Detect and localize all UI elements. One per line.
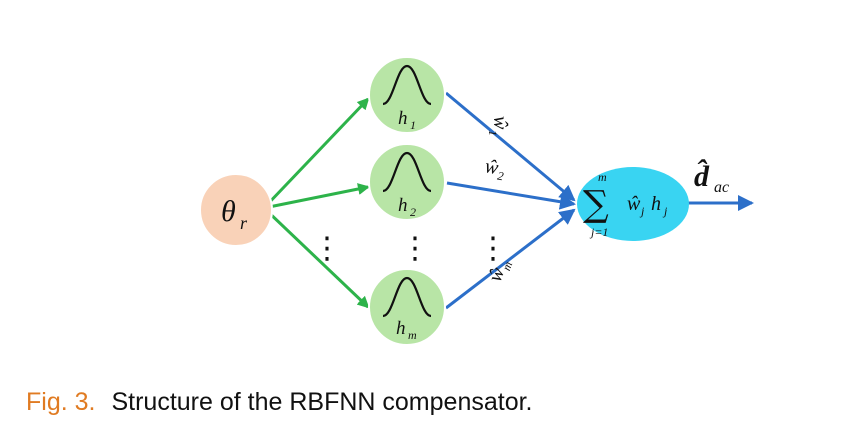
input-node: θ r xyxy=(199,173,273,247)
input-node-circle xyxy=(199,173,273,247)
caption-text: Structure of the RBFNN compensator. xyxy=(111,388,533,416)
figure-caption: Fig. 3. Structure of the RBFNN compensato… xyxy=(26,388,533,417)
hidden-subscript-1: 1 xyxy=(410,118,416,132)
hidden-node-2: h 2 xyxy=(368,143,446,221)
hidden-node-2-circle xyxy=(368,143,446,221)
output-subscript: ac xyxy=(714,179,729,196)
caption-label: Fig. 3. xyxy=(26,388,96,416)
summation-node: m ∑ j=1 ŵ j h j xyxy=(577,167,689,241)
hidden-node-1-circle xyxy=(368,56,446,134)
hidden-subscript-2: 2 xyxy=(410,205,416,219)
sum-term-basis-subscript: j xyxy=(662,204,668,218)
arrow-input-to-h1 xyxy=(262,97,370,210)
gaussian-icon xyxy=(382,151,432,193)
weight-symbol-1: ŵ xyxy=(489,116,511,130)
arrow-h1-to-sum xyxy=(445,91,576,202)
sum-term-weight-subscript: j xyxy=(639,204,645,218)
arrow-input-to-h2 xyxy=(263,183,370,210)
hidden-node-m: h m xyxy=(368,268,446,346)
hidden-node-m-circle xyxy=(368,268,446,346)
ellipsis-input-side: ⋮ xyxy=(312,231,342,266)
weight-symbol-2: ŵ xyxy=(483,155,501,179)
input-subscript: r xyxy=(240,213,248,233)
weight-subscript-1: 1 xyxy=(486,130,500,136)
arrow-hm-to-sum xyxy=(445,208,576,310)
weight-label-2: ŵ 2 xyxy=(483,155,505,184)
hidden-symbol-2: h xyxy=(398,195,408,216)
weight-subscript-2: 2 xyxy=(496,169,504,184)
output-label: d̂ ac xyxy=(694,159,729,196)
sum-upper-limit: m xyxy=(598,170,607,184)
input-symbol: θ xyxy=(221,195,236,228)
sum-operator: ∑ xyxy=(583,184,609,225)
ellipsis-hidden-layer: ⋮ xyxy=(400,231,430,266)
output-symbol: d̂ xyxy=(694,159,710,193)
ellipsis-weights: ⋮ xyxy=(478,231,508,266)
sum-lower-limit: j=1 xyxy=(589,225,608,239)
hidden-symbol-m: h xyxy=(396,318,406,339)
rbfnn-diagram: θ r h 1 h 2 h m ⋮ ⋮ ⋮ ŵ 1 xyxy=(199,56,754,346)
hidden-symbol-1: h xyxy=(398,108,408,129)
gaussian-icon xyxy=(382,64,432,106)
hidden-node-1: h 1 xyxy=(368,56,446,134)
sum-term-weight: ŵ xyxy=(627,193,641,215)
summation-node-ellipse xyxy=(577,167,689,241)
gaussian-icon xyxy=(382,276,432,318)
arrow-input-to-hm xyxy=(262,206,370,309)
weight-label-1: ŵ 1 xyxy=(486,116,511,136)
hidden-subscript-m: m xyxy=(408,328,417,342)
sum-term-basis: h xyxy=(651,193,661,215)
arrow-h2-to-sum xyxy=(446,181,576,210)
